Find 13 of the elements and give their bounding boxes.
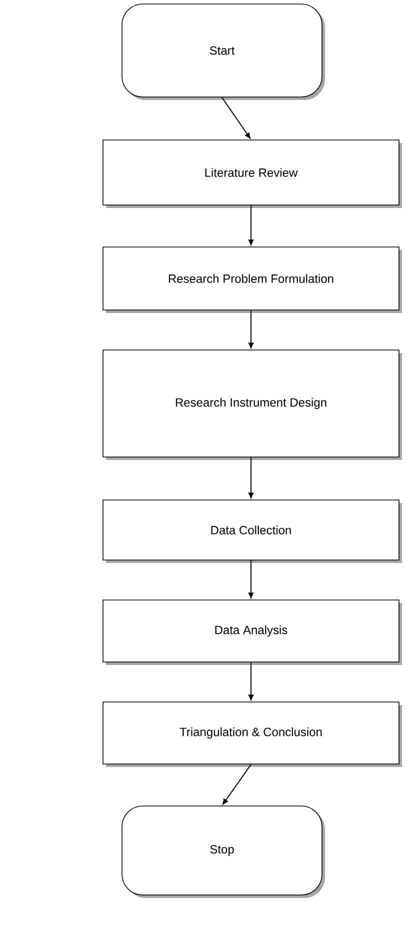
process-box: Data Analysis bbox=[102, 600, 402, 665]
arrow bbox=[248, 560, 254, 598]
arrow bbox=[222, 764, 252, 805]
arrow bbox=[248, 662, 254, 700]
process-box: Data Collection bbox=[102, 500, 402, 563]
arrow bbox=[248, 456, 254, 498]
process-box: Research Instrument Design bbox=[102, 350, 402, 460]
process-box: Triangulation & Conclusion bbox=[102, 702, 402, 767]
process-box: Research Problem Formulation bbox=[102, 246, 402, 313]
process-box: Literature Review bbox=[102, 140, 402, 208]
arrow bbox=[248, 204, 254, 246]
arrow bbox=[248, 310, 254, 348]
arrow bbox=[222, 96, 250, 139]
